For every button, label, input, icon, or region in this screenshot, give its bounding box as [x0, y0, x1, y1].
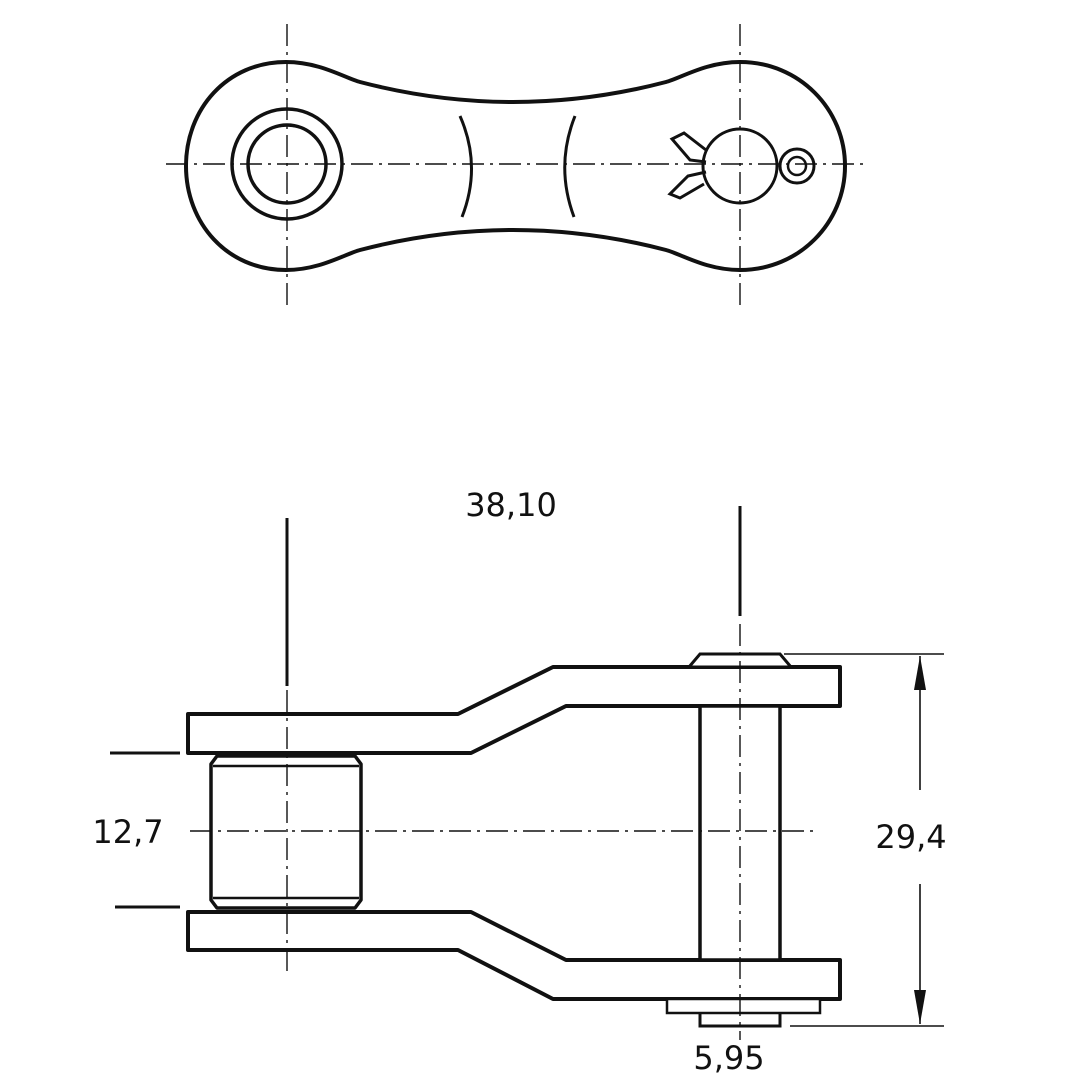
upper-link-plate — [186, 665, 842, 755]
cotter-pin-eye-inner — [786, 155, 808, 177]
width-arrow-top — [914, 656, 926, 690]
spring-clip — [665, 997, 822, 1015]
pitch-dimension-label: 38,10 — [465, 486, 557, 524]
overall-width-label: 29,4 — [875, 818, 946, 856]
plate-waist-arc-left — [458, 115, 474, 218]
pin-head-cap — [685, 652, 795, 669]
top-view — [166, 24, 868, 308]
plate-waist-arc-right — [563, 115, 577, 218]
pin-diameter-label: 5,95 — [693, 1039, 764, 1077]
link-plate-outline — [184, 60, 847, 272]
roller-body — [209, 754, 363, 910]
lower-link-plate — [186, 910, 842, 1001]
cotter-pin-legs — [667, 131, 707, 200]
width-arrow-bottom — [914, 990, 926, 1024]
side-view: 38,10 12,7 29,4 5,95 — [92, 486, 946, 1077]
roller-diameter-label: 12,7 — [92, 813, 163, 851]
